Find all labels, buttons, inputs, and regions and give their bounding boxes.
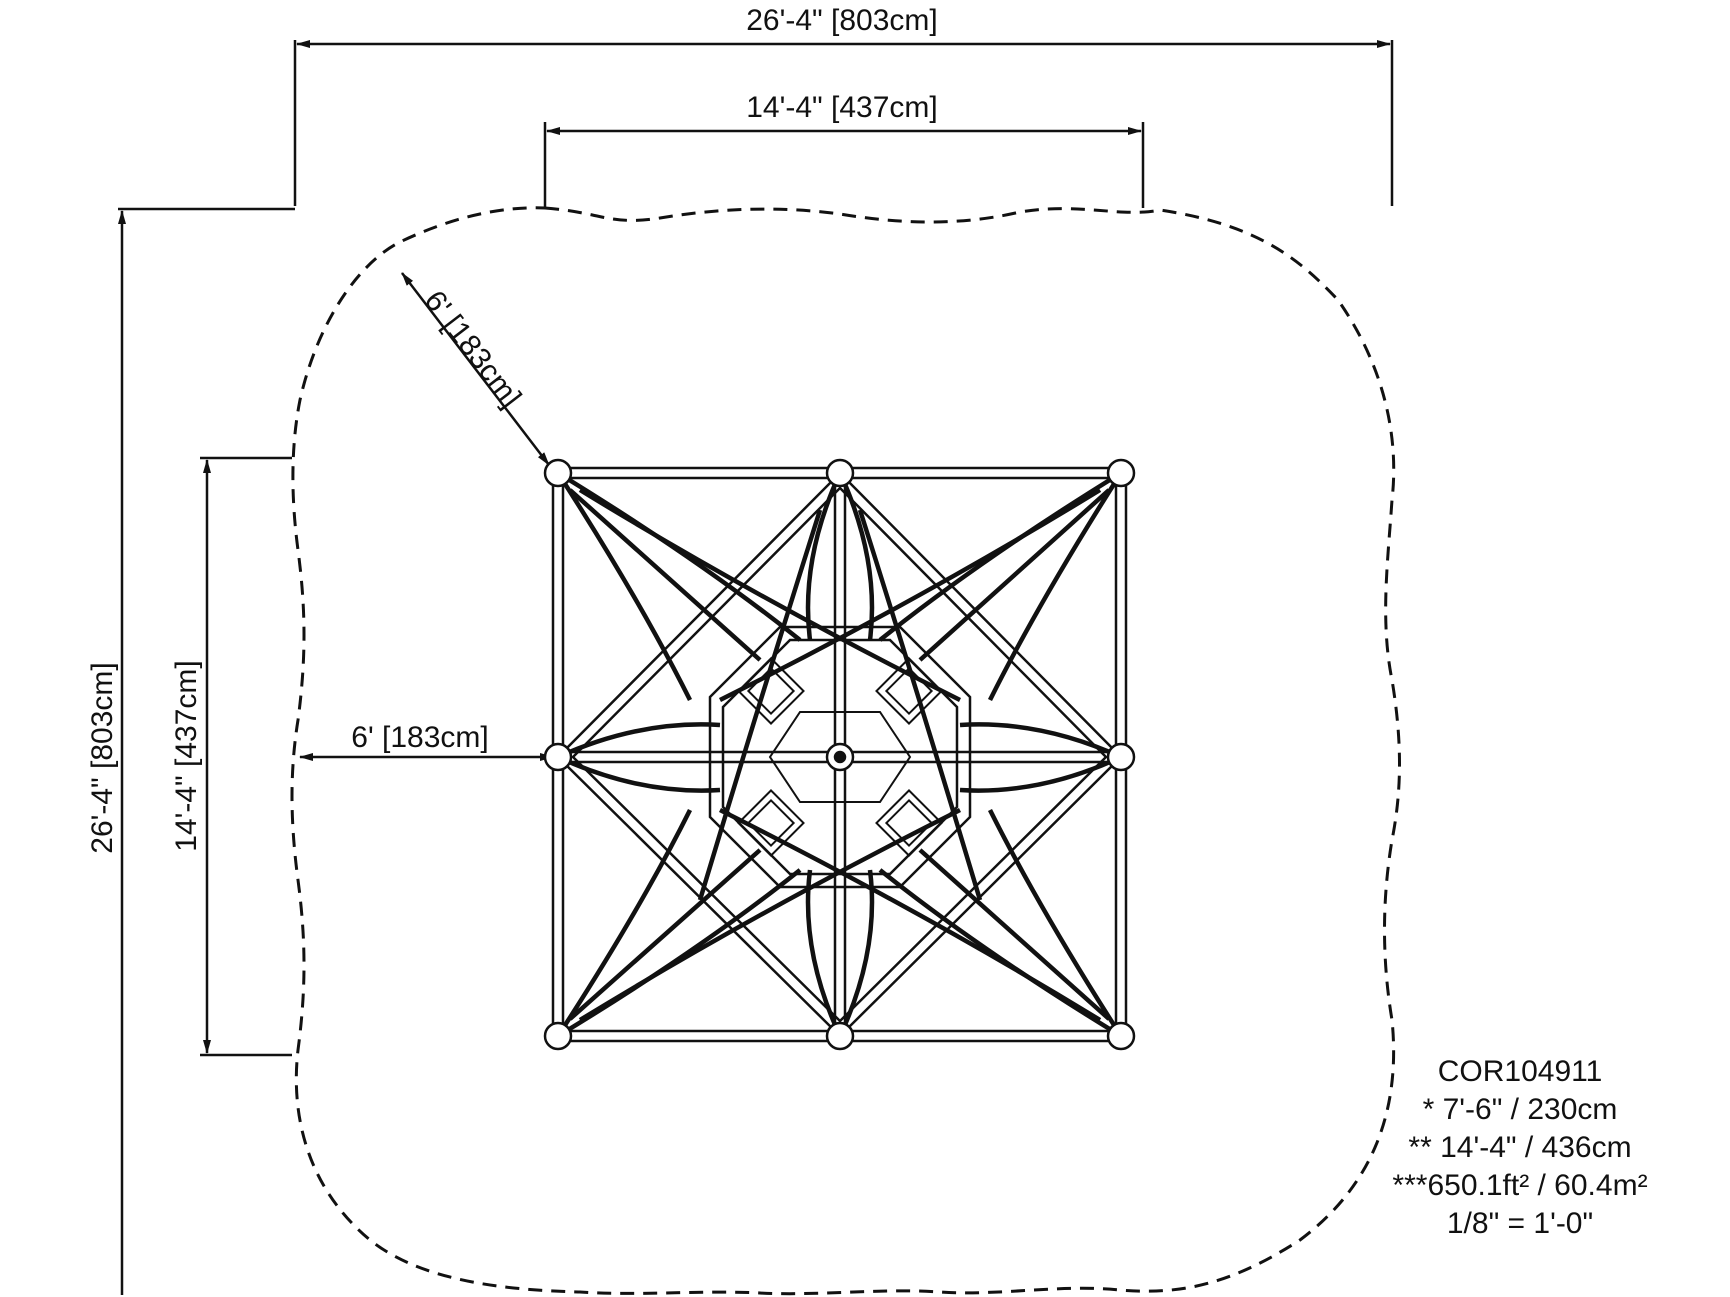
- overall-width-label: 26'-4" [803cm]: [746, 4, 937, 37]
- post-corner-top-left: [543, 458, 573, 488]
- post-mid-bottom: [825, 1021, 855, 1051]
- note-line-3: ***650.1ft² / 60.4m²: [1392, 1169, 1647, 1202]
- post-mid-top: [825, 458, 855, 488]
- safety-zone-boundary: [290, 206, 1401, 1296]
- model-number: COR104911: [1438, 1055, 1603, 1088]
- corner-clearance-label: 6' [183cm]: [418, 285, 528, 414]
- structure-posts: [543, 458, 1136, 1051]
- structure-width-dimension: [543, 122, 1145, 208]
- overall-width-dimension: [118, 40, 1394, 211]
- note-line-2: ** 14'-4" / 436cm: [1408, 1131, 1631, 1164]
- post-corner-bottom-left: [543, 1021, 573, 1051]
- structure-width-label: 14'-4" [437cm]: [746, 91, 937, 124]
- structure-height-dimension: [200, 456, 292, 1057]
- note-line-1: * 7'-6" / 230cm: [1423, 1093, 1618, 1126]
- post-corner-bottom-right: [1106, 1021, 1136, 1051]
- notes-block: COR104911 * 7'-6" / 230cm ** 14'-4" / 43…: [1392, 1055, 1647, 1240]
- post-mid-left: [543, 742, 573, 772]
- inner-net-squares: [737, 657, 943, 857]
- side-clearance-label: 6' [183cm]: [351, 721, 488, 754]
- post-corner-top-right: [1106, 458, 1136, 488]
- play-structure: [543, 458, 1136, 1051]
- scale-note: 1/8" = 1'-0": [1447, 1207, 1593, 1240]
- overall-height-label: 26'-4" [803cm]: [86, 662, 119, 853]
- corner-clearance-dimension: [401, 272, 550, 466]
- structure-height-label: 14'-4" [437cm]: [170, 660, 203, 851]
- post-mid-right: [1106, 742, 1136, 772]
